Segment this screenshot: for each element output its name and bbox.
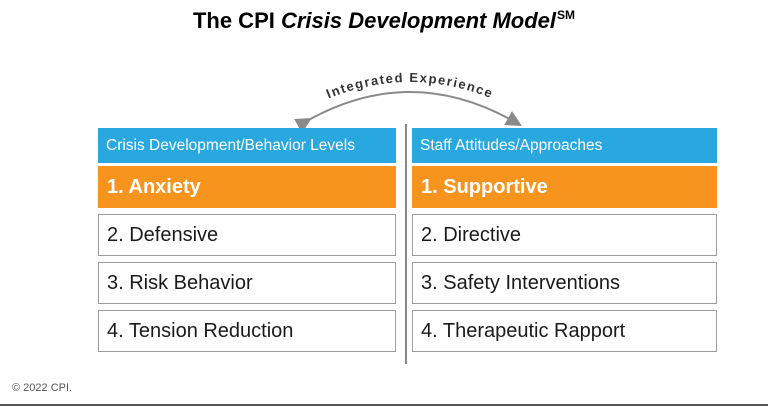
- staff-approach-row: 1. Supportive: [412, 166, 717, 208]
- arc-label: Integrated Experience: [324, 70, 496, 101]
- behavior-level-row: 3. Risk Behavior: [98, 262, 396, 304]
- staff-approach-row: 2. Directive: [412, 214, 717, 256]
- title-superscript: SM: [557, 8, 576, 22]
- copyright: © 2022 CPI.: [12, 382, 73, 394]
- staff-approach-row: 3. Safety Interventions: [412, 262, 717, 304]
- staff-approaches-header: Staff Attitudes/Approaches: [412, 128, 717, 163]
- footer-rule: [0, 404, 768, 406]
- behavior-level-row: 2. Defensive: [98, 214, 396, 256]
- staff-approaches-column: Staff Attitudes/Approaches 1. Supportive…: [412, 128, 717, 352]
- behavior-levels-header: Crisis Development/Behavior Levels: [98, 128, 396, 163]
- title-prefix: The CPI: [192, 8, 281, 33]
- behavior-level-row: 4. Tension Reduction: [98, 310, 396, 352]
- staff-approach-row: 4. Therapeutic Rapport: [412, 310, 717, 352]
- behavior-level-row: 1. Anxiety: [98, 166, 396, 208]
- column-divider: [405, 124, 407, 364]
- title-italic: Crisis Development Model: [280, 8, 557, 33]
- behavior-levels-column: Crisis Development/Behavior Levels 1. An…: [98, 128, 396, 352]
- integrated-experience-arc: Integrated Experience: [260, 60, 560, 130]
- page-title: The CPI Crisis Development ModelSM: [0, 8, 768, 34]
- arc-arrow: [294, 91, 522, 130]
